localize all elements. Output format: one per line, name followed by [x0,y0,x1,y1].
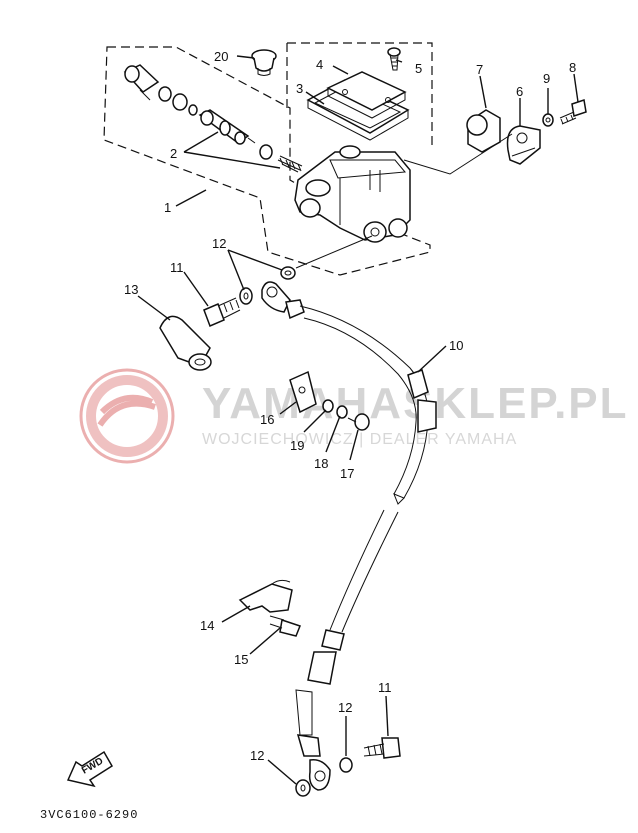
leader-line-holder [403,133,513,175]
callout-11-lower: 11 [378,680,392,695]
hose-guide[interactable] [289,370,317,414]
callout-16: 16 [260,412,274,427]
callout-5: 5 [415,61,422,76]
callout-14: 14 [200,618,214,633]
forward-arrow-icon: FWD [66,750,114,788]
callout-6: 6 [516,84,523,99]
callout-12-middle: 12 [338,700,352,715]
holder-bolt[interactable] [559,99,587,125]
assembly-outline [103,42,433,276]
callout-15: 15 [234,652,248,667]
lever-holder[interactable] [466,109,501,153]
callout-2: 2 [170,146,177,161]
callout-20: 20 [214,49,228,64]
leader-lines [137,55,579,785]
reservoir-plug[interactable] [251,49,277,76]
callout-3: 3 [296,81,303,96]
brake-hose[interactable] [261,281,437,791]
callout-7: 7 [476,62,483,77]
holder-washer[interactable] [542,113,554,127]
callout-labels: 20 4 5 3 7 9 8 6 2 1 12 11 13 10 16 19 1… [124,49,576,763]
leader-line-washer [295,235,373,269]
holder-bracket[interactable] [506,125,541,165]
callout-12-lower: 12 [250,748,264,763]
callout-12-upper: 12 [212,236,226,251]
callout-4: 4 [316,57,323,72]
callout-19: 19 [290,438,304,453]
watermark: YAMAHASKLEP.PL WOJCIECHOWICZ | DEALER YA… [79,368,627,464]
watermark-subtitle: WOJCIECHOWICZ | DEALER YAMAHA [202,431,517,448]
callout-9: 9 [543,71,550,86]
callout-17: 17 [340,466,354,481]
callout-8: 8 [569,60,576,75]
rubber-boot[interactable] [159,315,212,371]
copper-washer[interactable] [239,287,253,305]
union-bolt[interactable] [203,297,241,327]
caliper-union-bolt[interactable] [363,737,401,759]
piston-kit[interactable] [123,64,303,173]
diagram-code: 3VC6100-6290 [40,808,138,822]
caliper-washer[interactable] [339,757,353,773]
callout-13: 13 [124,282,138,297]
watermark-logo [79,368,175,464]
callout-1: 1 [164,200,171,215]
caliper-washer-lower[interactable] [295,779,311,797]
reservoir-cap[interactable] [326,71,407,119]
lower-bracket[interactable] [238,579,293,613]
copper-washer-upper[interactable] [280,266,296,280]
cap-screw[interactable] [387,47,401,71]
lower-bolt[interactable] [269,615,301,637]
guide-washer[interactable] [322,399,334,413]
guide-lock-washer[interactable] [336,405,348,419]
callout-18: 18 [314,456,328,471]
guide-screw[interactable] [347,413,370,431]
master-cylinder-body[interactable] [294,145,411,243]
callout-10: 10 [449,338,463,353]
callout-11-upper: 11 [170,260,184,275]
